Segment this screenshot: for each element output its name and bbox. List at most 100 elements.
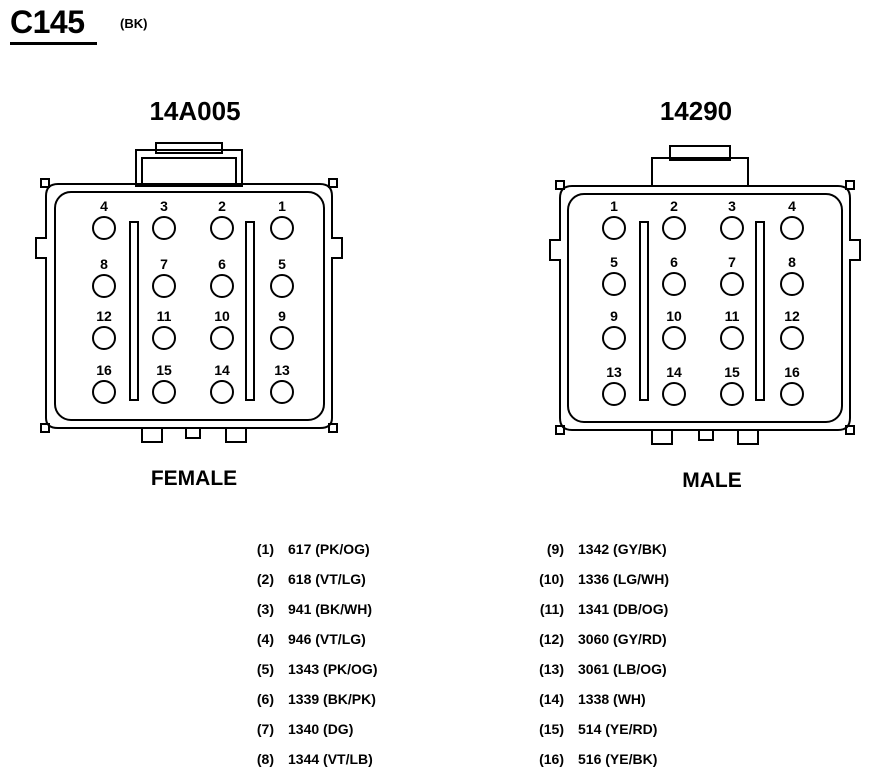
male-pin-3	[720, 216, 744, 240]
pin-row: (7)1340 (DG)	[240, 721, 353, 741]
pin-row: (3)941 (BK/WH)	[240, 601, 372, 621]
pin-circuit: 1339 (BK/PK)	[288, 691, 376, 707]
male-part-number: 14290	[659, 96, 733, 126]
male-corner-tab	[555, 180, 565, 190]
male-pin-5	[602, 272, 626, 296]
pin-number: (13)	[539, 661, 564, 677]
pin-row: (11)1341 (DB/OG)	[530, 601, 668, 621]
female-connector-housing	[35, 142, 343, 443]
female-pin-11	[152, 326, 176, 350]
male-pin-label-5: 5	[610, 254, 618, 270]
male-pin-9	[602, 326, 626, 350]
pin-circuit: 1336 (LG/WH)	[578, 571, 670, 587]
female-part-number: 14A005	[149, 96, 241, 126]
female-pin-label-9: 9	[278, 308, 286, 324]
female-pin-9	[270, 326, 294, 350]
female-label: FEMALE	[150, 467, 238, 490]
female-pin-2	[210, 216, 234, 240]
male-pin-1	[602, 216, 626, 240]
male-pin-label-9: 9	[610, 308, 618, 324]
pin-row: (2) 618 (VT/LG)	[240, 571, 366, 591]
female-corner-tab	[328, 178, 338, 188]
pin-circuit: 618 (VT/LG)	[288, 571, 366, 587]
male-corner-tab	[845, 180, 855, 190]
female-pin-14	[210, 380, 234, 404]
female-bottom-foot	[225, 427, 247, 443]
female-pin-label-6: 6	[218, 256, 226, 272]
female-pin-3	[152, 216, 176, 240]
male-latch-top	[669, 145, 731, 161]
male-pin-label-3: 3	[728, 198, 736, 214]
connector-id: C145	[10, 4, 85, 40]
female-pin-label-4: 4	[100, 198, 108, 214]
male-inner-shell	[567, 193, 843, 423]
male-pin-label-15: 15	[724, 364, 740, 380]
female-pin-label-7: 7	[160, 256, 168, 272]
pin-circuit: 1342 (GY/BK)	[578, 541, 667, 557]
pin-row: (9) 1342 (GY/BK)	[530, 541, 667, 561]
female-pin-label-16: 16	[96, 362, 112, 378]
pin-number: (5)	[256, 661, 274, 677]
pin-number: (16)	[539, 751, 564, 767]
pin-circuit: 514 (YE/RD)	[578, 721, 658, 737]
pin-number: (9)	[546, 541, 564, 557]
male-pin-7	[720, 272, 744, 296]
pin-row: (5) 1343 (PK/OG)	[240, 661, 378, 681]
female-latch-top	[155, 142, 223, 154]
male-pin-10	[662, 326, 686, 350]
female-divider-bar	[245, 221, 255, 401]
pin-circuit: 1343 (PK/OG)	[288, 661, 378, 677]
female-latch-inner	[141, 157, 237, 187]
male-pin-label-10: 10	[666, 308, 682, 324]
male-pin-15	[720, 382, 744, 406]
male-pin-label-2: 2	[670, 198, 678, 214]
pin-row: (10) 1336 (LG/WH)	[530, 571, 669, 591]
male-bottom-key	[698, 429, 714, 441]
male-pin-label-14: 14	[666, 364, 682, 380]
male-divider-bar	[639, 221, 649, 401]
male-pin-label-1: 1	[610, 198, 618, 214]
male-pin-label-4: 4	[788, 198, 796, 214]
pin-circuit: 617 (PK/OG)	[288, 541, 370, 557]
female-corner-tab	[328, 423, 338, 433]
female-pin-12	[92, 326, 116, 350]
pin-number: (8)	[256, 751, 274, 767]
male-pin-14	[662, 382, 686, 406]
pin-number: (11)	[539, 601, 564, 617]
female-pin-label-15: 15	[156, 362, 172, 378]
male-divider-bar	[755, 221, 765, 401]
female-inner-shell	[54, 191, 325, 421]
connector-color-code: (BK)	[120, 16, 148, 31]
pin-row: (13)3061 (LB/OG)	[530, 661, 667, 681]
male-bottom-foot	[651, 429, 673, 445]
female-pin-label-11: 11	[157, 308, 172, 324]
female-pin-label-8: 8	[100, 256, 108, 272]
pin-row: (4)946 (VT/LG)	[240, 631, 366, 651]
female-pin-10	[210, 326, 234, 350]
male-pin-4	[780, 216, 804, 240]
connector-id-underline	[10, 42, 97, 45]
pin-number: (10)	[539, 571, 564, 587]
pin-number: (2)	[256, 571, 274, 587]
female-pin-4	[92, 216, 116, 240]
pin-circuit: 946 (VT/LG)	[288, 631, 366, 647]
pin-circuit: 516 (YE/BK)	[578, 751, 658, 767]
pin-row: (14)1338 (WH)	[530, 691, 646, 711]
pin-number: (14)	[539, 691, 564, 707]
female-corner-tab	[40, 423, 50, 433]
female-pin-label-10: 10	[214, 308, 230, 324]
male-latch-outer	[651, 157, 749, 187]
female-pin-label-3: 3	[160, 198, 168, 214]
male-label: MALE	[682, 469, 742, 492]
female-pin-6	[210, 274, 234, 298]
pin-number: (1)	[256, 541, 274, 557]
female-bottom-key	[185, 427, 201, 439]
female-pin-label-1: 1	[278, 198, 286, 214]
male-pin-label-6: 6	[670, 254, 678, 270]
female-pin-13	[270, 380, 294, 404]
pin-row: (12)3060 (GY/RD)	[530, 631, 667, 651]
pin-circuit: 1344 (VT/LB)	[288, 751, 373, 767]
